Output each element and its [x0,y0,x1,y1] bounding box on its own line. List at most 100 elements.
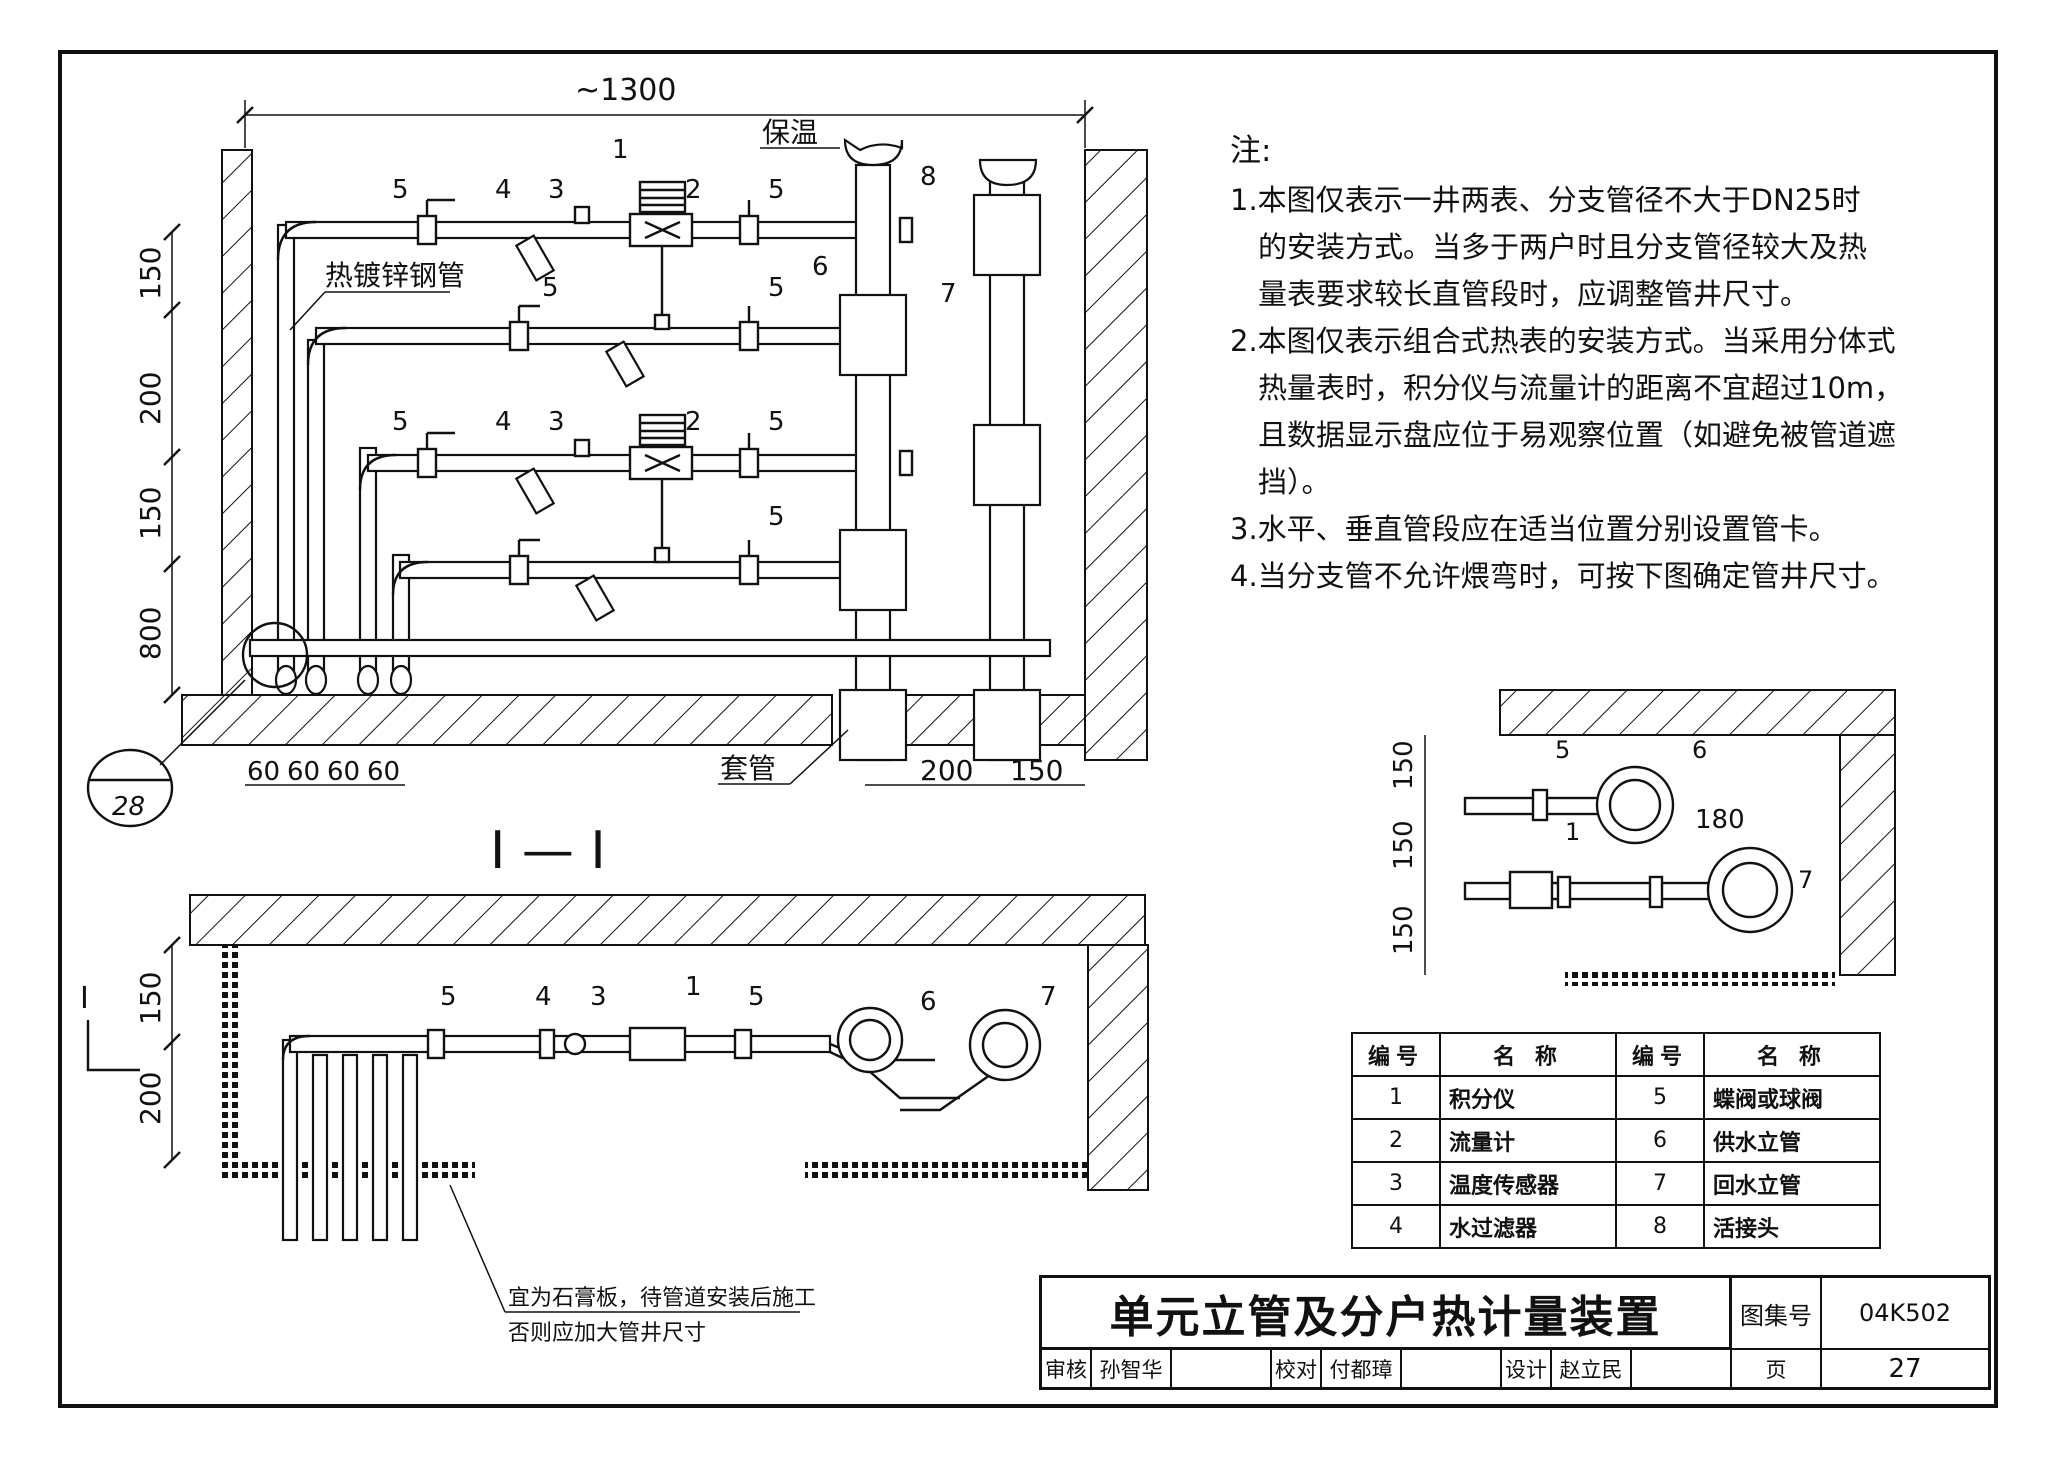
designer-signature [1632,1350,1732,1387]
svg-text:3: 3 [548,407,565,437]
svg-text:7: 7 [1040,982,1057,1012]
plan-view: 150 200 I 5 4 [80,894,1149,1346]
return-riser [972,158,1042,762]
detail-reference: 28 [86,679,246,828]
valves [416,198,760,586]
legend-row: 1 积分仪 5 蝶阀或球阀 [1351,1075,1881,1120]
svg-text:5: 5 [440,982,457,1012]
legend-row: 4 水过滤器 8 活接头 [1351,1204,1881,1249]
svg-text:5: 5 [392,407,409,437]
svg-text:28: 28 [112,792,145,822]
svg-text:5: 5 [768,273,785,303]
note-line: 2.本图仅表示组合式热表的安装方式。当采用分体式 [1230,324,1896,358]
page-number: 27 [1888,1353,1922,1384]
atlas-number: 04K502 [1822,1278,1988,1350]
detail-circle [241,621,309,689]
reviewer-signature [1172,1350,1272,1387]
checker-signature [1402,1350,1502,1387]
note-line: 挡）。 [1258,465,1331,499]
design-label: 设计 [1502,1350,1552,1387]
svg-text:4: 4 [495,175,512,205]
dim-800: 800 [134,607,167,660]
review-label: 审核 [1042,1350,1092,1387]
svg-text:150: 150 [1389,905,1419,955]
label-galv-pipe: 热镀锌钢管 [325,259,465,292]
dim-180: 180 [1695,805,1745,835]
plan-dim-200: 200 [134,1072,167,1125]
notes-block: 注: 1.本图仅表示一井两表、分支管径不大于DN25时 的安装方式。当多于两户时… [1230,128,1904,600]
svg-text:5: 5 [768,502,785,532]
elevation-callouts: 1 2 3 4 5 5 5 5 6 7 8 5 4 3 2 5 5 [392,135,957,532]
svg-text:1: 1 [612,135,629,165]
right-wall [1084,149,1148,761]
floor-slab [181,694,833,746]
svg-text:5: 5 [1555,736,1570,764]
dim-150-c: 150 [1010,754,1063,787]
supply-riser [838,137,908,762]
branch-verticals [276,223,411,682]
svg-text:5: 5 [392,175,409,205]
note-line: 1.本图仅表示一井两表、分支管径不大于DN25时 [1230,183,1861,217]
svg-text:5: 5 [768,407,785,437]
svg-text:4: 4 [535,982,552,1012]
note-line: 热量表时，积分仪与流量计的距离不宜超过10m， [1258,371,1904,405]
dim-200-b: 200 [920,754,973,787]
elevation-view: ~1300 150 200 150 800 [86,73,1148,881]
label-insulation: 保温 [762,116,818,149]
check-label: 校对 [1272,1350,1322,1387]
svg-text:3: 3 [590,982,607,1012]
svg-text:6: 6 [920,987,937,1017]
section-marker: I [80,981,89,1016]
sheet-border [58,50,1998,1408]
plan-dim-150: 150 [134,972,167,1025]
drawing-title: 单元立管及分户热计量装置 [1042,1278,1732,1350]
note-line: 4.当分支管不允许煨弯时，可按下图确定管井尺寸。 [1230,559,1896,593]
svg-text:6: 6 [1692,736,1707,764]
filters [514,234,646,622]
note-line: 的安装方式。当多于两户时且分支管径较大及热 [1258,230,1868,264]
svg-text:150: 150 [1389,820,1419,870]
alternate-detail: 150 150 150 5 6 1 7 180 [1389,689,1896,986]
svg-text:4: 4 [495,407,512,437]
svg-text:1: 1 [685,972,702,1002]
svg-text:150: 150 [1389,740,1419,790]
note-line: 且数据显示盘应位于易观察位置（如避免被管道遮 [1258,418,1897,452]
svg-text:1: 1 [1565,818,1580,846]
checker-name: 付都璋 [1322,1350,1402,1387]
svg-text:6: 6 [812,252,829,282]
svg-text:5: 5 [768,175,785,205]
label-sleeve: 套管 [720,752,776,785]
svg-text:5: 5 [542,273,559,303]
board-note-1: 宜为石膏板，待管道安装后施工 [508,1286,816,1311]
designer-name: 赵立民 [1552,1350,1632,1387]
dim-60-b: 60 [287,757,320,787]
title-block: 单元立管及分户热计量装置 图集号 04K502 审核 孙智华 校对 付都璋 设计… [1039,1275,1991,1390]
legend-row: 2 流量计 6 供水立管 [1351,1118,1881,1163]
svg-text:2: 2 [685,407,702,437]
svg-text:7: 7 [1798,866,1813,894]
plan-branches [281,1034,832,1242]
svg-text:7: 7 [940,279,957,309]
section-title: I — I [490,821,606,881]
signature-row: 审核 孙智华 校对 付都璋 设计 赵立民 页 27 [1042,1350,1988,1387]
board-note-2: 否则应加大管井尺寸 [508,1321,706,1346]
collector-pipes [248,638,1052,696]
legend-row: 3 温度传感器 7 回水立管 [1351,1161,1881,1206]
dim-150-a: 150 [134,247,167,300]
dim-60-c: 60 [327,757,360,787]
dim-150-b: 150 [134,487,167,540]
left-wall [221,149,253,696]
legend-table: 编号 名 称 编号 名 称 1 积分仪 5 蝶阀或球阀 2 流量计 6 供水立管… [1351,1032,1881,1249]
width-dimension: ~1300 [575,73,676,108]
page-label: 页 [1732,1350,1822,1387]
svg-text:3: 3 [548,175,565,205]
atlas-label: 图集号 [1732,1278,1822,1350]
svg-text:5: 5 [748,982,765,1012]
heat-meters [573,180,694,564]
dim-60-d: 60 [367,757,400,787]
reviewer-name: 孙智华 [1092,1350,1172,1387]
svg-text:2: 2 [685,175,702,205]
notes-heading: 注: [1230,133,1272,169]
plan-callouts: 5 4 3 1 5 6 7 [440,972,1057,1017]
